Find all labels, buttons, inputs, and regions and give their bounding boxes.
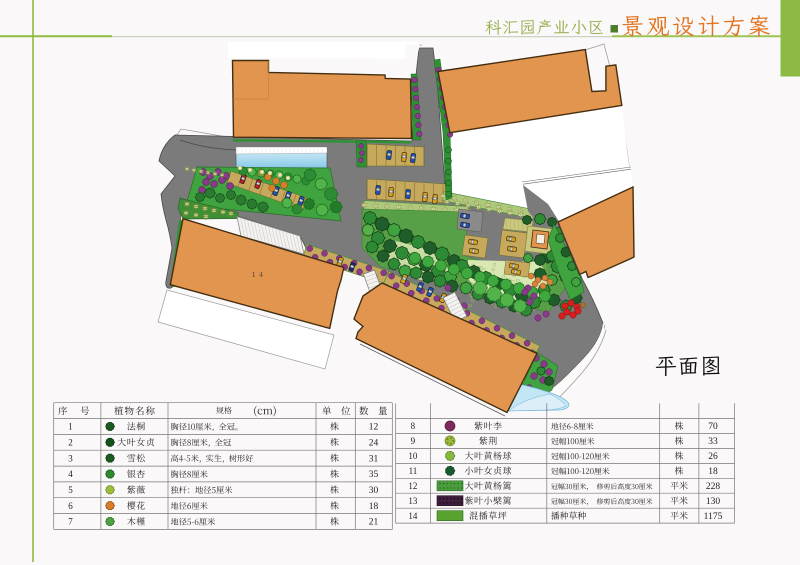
svg-text:130: 130 <box>706 497 721 507</box>
svg-text:1: 1 <box>68 422 73 432</box>
svg-text:13: 13 <box>408 496 418 506</box>
svg-text:3: 3 <box>68 453 73 463</box>
svg-text:4: 4 <box>68 469 73 479</box>
svg-text:7: 7 <box>68 517 73 527</box>
svg-text:9: 9 <box>411 436 416 446</box>
svg-text:33: 33 <box>708 437 718 447</box>
svg-text:21: 21 <box>369 518 379 528</box>
svg-text:18: 18 <box>369 502 379 512</box>
svg-text:6: 6 <box>68 501 73 511</box>
svg-text:1175: 1175 <box>704 512 723 522</box>
svg-text:35: 35 <box>369 470 379 480</box>
svg-text:12: 12 <box>408 481 417 491</box>
svg-text:10: 10 <box>408 451 418 461</box>
svg-text:5: 5 <box>68 485 73 495</box>
svg-text:11: 11 <box>409 466 418 476</box>
svg-text:70: 70 <box>708 422 718 432</box>
svg-text:24: 24 <box>369 439 379 449</box>
svg-text:228: 228 <box>706 482 721 492</box>
svg-text:30: 30 <box>369 486 379 496</box>
svg-text:18: 18 <box>708 467 718 477</box>
svg-text:14: 14 <box>408 511 418 521</box>
svg-text:31: 31 <box>369 454 379 464</box>
svg-text:2: 2 <box>68 438 73 448</box>
svg-text:26: 26 <box>708 452 718 462</box>
svg-text:8: 8 <box>411 421 416 431</box>
svg-text:12: 12 <box>369 423 379 433</box>
